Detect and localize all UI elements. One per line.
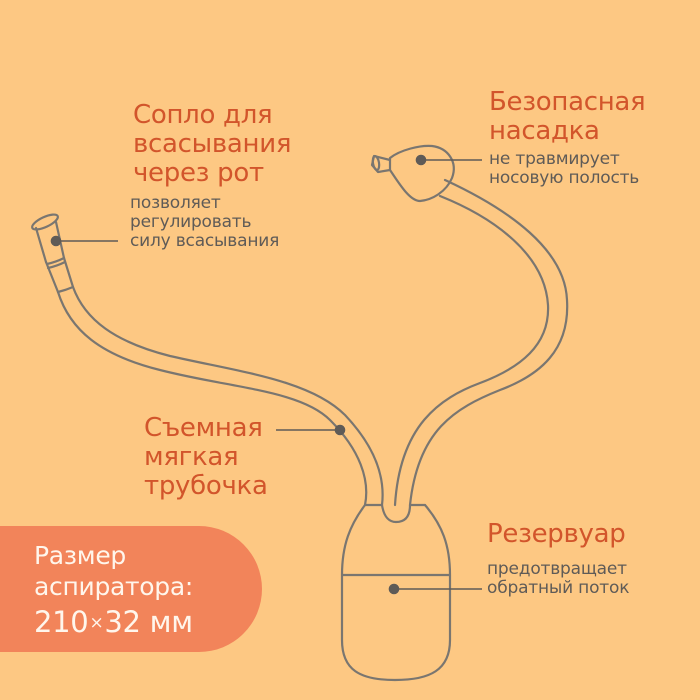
leader-dot-tip xyxy=(415,154,427,166)
desc-line: предотвращает xyxy=(487,559,627,579)
title-line: всасывания xyxy=(133,129,292,159)
desc-line: обратный поток xyxy=(487,578,630,598)
title-line: через рот xyxy=(133,158,264,188)
desc-line: не травмирует xyxy=(489,149,620,169)
mouth-nozzle-title: Сопло для всасывания через рот xyxy=(133,101,291,188)
size-unit: мм xyxy=(149,605,193,639)
badge-label-line: аспиратора: xyxy=(34,572,194,601)
size-width: 32 xyxy=(104,605,141,639)
title-line: Резервуар xyxy=(487,519,626,549)
desc-line: силу всасывания xyxy=(130,231,280,251)
title-line: Съемная xyxy=(144,413,263,443)
mouth-nozzle-icon xyxy=(31,213,75,294)
reservoir-title: Резервуар xyxy=(487,519,626,549)
leader-dot-mouth xyxy=(50,235,62,247)
desc-line: позволяет xyxy=(130,193,221,213)
soft-tube-title: Съемная мягкая трубочка xyxy=(144,414,268,501)
safe-tip-title: Безопасная насадка xyxy=(489,87,646,146)
size-badge: Размер аспиратора: 210×32 мм xyxy=(0,526,262,652)
size-times-sign: × xyxy=(89,613,104,633)
title-line: трубочка xyxy=(144,471,268,501)
title-line: Сопло для xyxy=(133,100,273,130)
nasal-tip-icon xyxy=(370,144,455,203)
leader-dot-tube xyxy=(334,424,346,436)
desc-line: регулировать xyxy=(130,212,252,232)
reservoir-description: предотвращает обратный поток xyxy=(487,560,629,598)
leader-dot-reservoir xyxy=(388,583,400,595)
safe-tip-description: не травмирует носовую полость xyxy=(489,150,639,188)
soft-tube-right xyxy=(393,178,569,507)
size-badge-label: Размер аспиратора: xyxy=(34,540,193,602)
title-line: мягкая xyxy=(144,442,239,472)
size-length: 210 xyxy=(34,605,89,639)
title-line: насадка xyxy=(489,116,600,146)
mouth-nozzle-description: позволяет регулировать силу всасывания xyxy=(130,194,279,251)
badge-label-line: Размер xyxy=(34,541,126,570)
desc-line: носовую полость xyxy=(489,168,640,188)
soft-tube-left xyxy=(56,285,384,507)
size-badge-value: 210×32 мм xyxy=(34,606,193,639)
title-line: Безопасная xyxy=(489,87,646,117)
reservoir-icon xyxy=(340,503,452,682)
